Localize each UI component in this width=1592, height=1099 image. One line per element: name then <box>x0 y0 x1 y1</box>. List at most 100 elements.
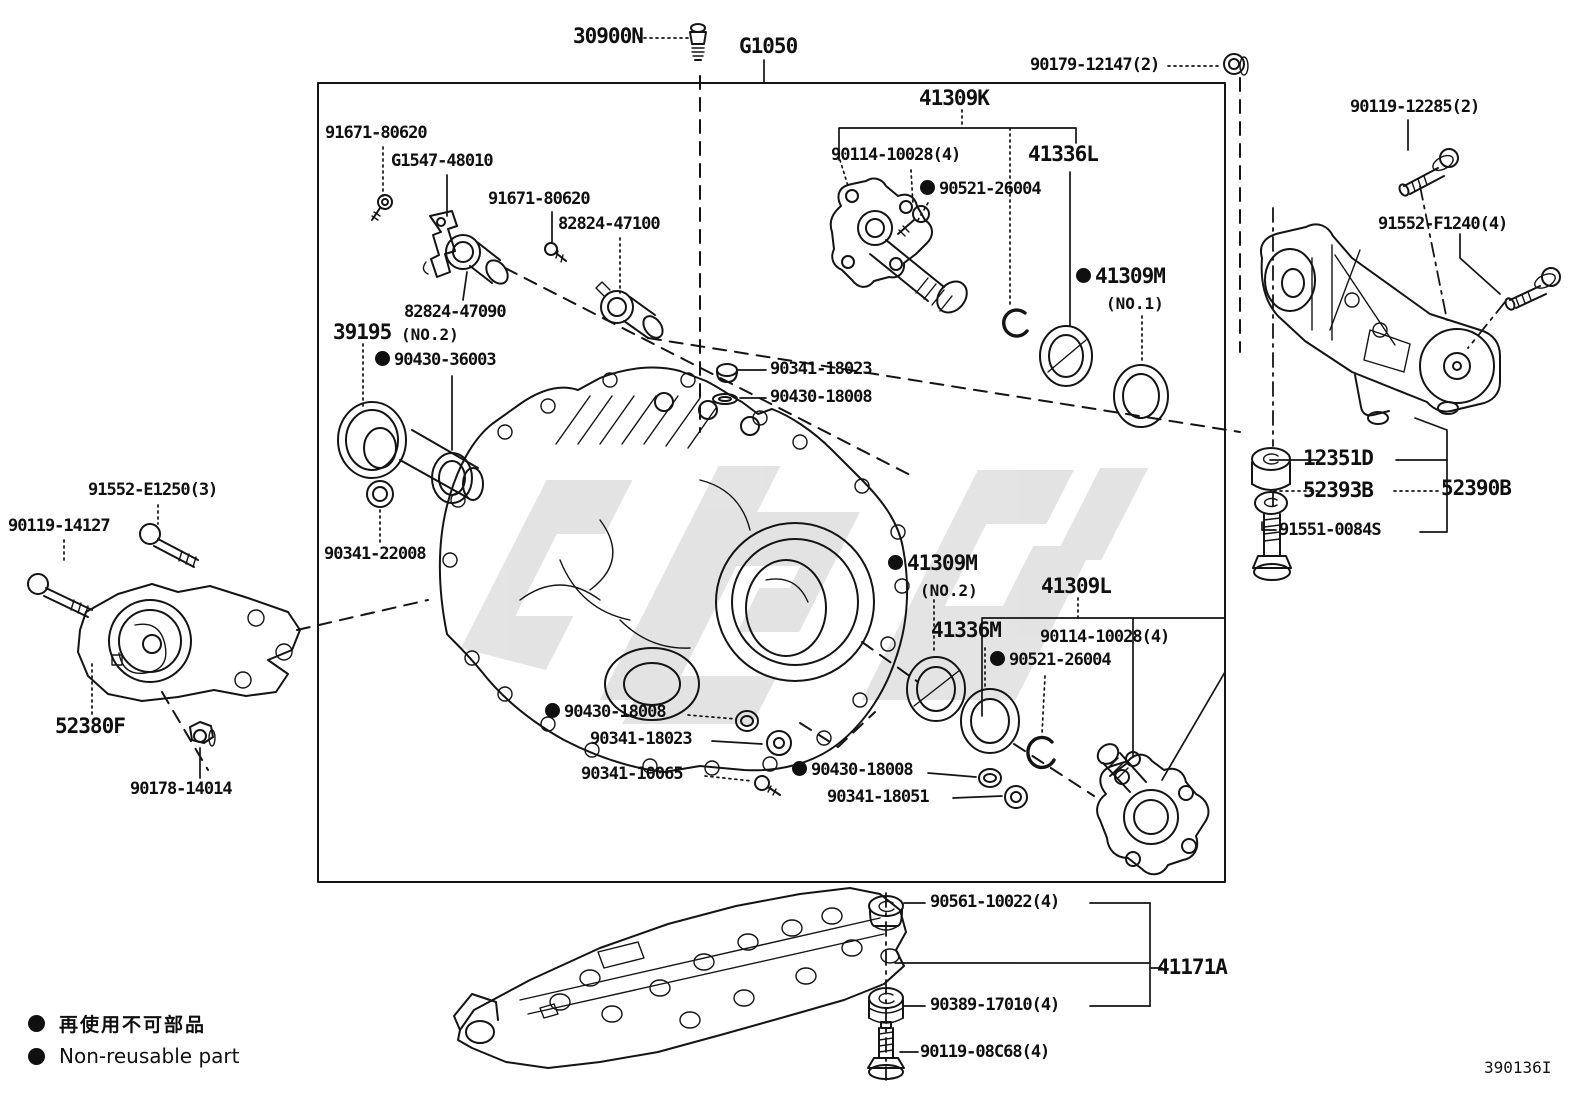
cap-90341-18023-drawing <box>717 364 737 382</box>
part-number-text: 90430-18008 <box>770 387 873 407</box>
part-number-text: 90114-10028(4) <box>831 145 961 165</box>
part-number-text: 41309K <box>919 86 990 110</box>
seal-41309M-no1-drawing <box>1114 365 1168 427</box>
part-number-text: 41171A <box>1157 955 1228 979</box>
label-90341-18023-2: 90341-18023 <box>590 729 693 749</box>
seal-41336L-drawing <box>1040 326 1092 386</box>
bolt-90521-26004-top <box>913 206 929 222</box>
label-41309K: 41309K <box>919 86 990 110</box>
label-52380F: 52380F <box>55 714 126 738</box>
label-90341-22008: 90341-22008 <box>324 544 427 564</box>
non-reusable-dot-icon <box>792 760 807 776</box>
label-no2-qualifier-a: (NO.2) <box>401 327 459 343</box>
part-number-text: 82824-47100 <box>558 214 661 234</box>
part-number-text: 90430-18008 <box>564 702 667 722</box>
part-number-text: 91671-80620 <box>325 123 428 143</box>
sensor-82824-47100-drawing <box>596 282 667 341</box>
label-90430-36003: 90430-36003 <box>375 350 497 369</box>
part-number-text: (NO.2) <box>401 325 459 344</box>
screw-90341-10065-drawing <box>755 776 780 795</box>
part-number-text: 90341-18023 <box>590 729 693 749</box>
leader-lines <box>64 38 1500 1052</box>
label-52390B: 52390B <box>1441 478 1512 499</box>
label-41336M: 41336M <box>931 618 1002 642</box>
label-90389-17010: 90389-17010(4) <box>930 995 1060 1015</box>
non-reusable-dot-icon <box>28 1015 45 1032</box>
legend-text-en: Non-reusable part <box>59 1044 240 1068</box>
washer-52393B-drawing <box>1255 492 1287 514</box>
label-90521-26004-2: 90521-26004 <box>990 650 1112 670</box>
legend: 再使用不可部品 Non-reusable part <box>28 1010 239 1075</box>
grommet-90389-17010-drawing <box>869 988 903 1023</box>
bolt-90114-bottom <box>1126 752 1140 766</box>
label-82824-47100: 82824-47100 <box>558 214 661 234</box>
label-90561-10022: 90561-10022(4) <box>930 894 1060 911</box>
non-reusable-dot-icon <box>990 650 1005 666</box>
label-90119-08C68: 90119-08C68(4) <box>920 1044 1050 1061</box>
label-30900N: 30900N <box>573 24 644 48</box>
label-90430-18008-3: 90430-18008 <box>792 760 914 779</box>
label-90341-18051: 90341-18051 <box>827 787 930 807</box>
part-number-text: 90341-18023 <box>770 359 873 379</box>
part-number-text: 91552-E1250(3) <box>88 480 218 500</box>
screw-91671-80620-2-drawing <box>545 243 566 262</box>
non-reusable-dot-icon <box>1076 267 1091 283</box>
label-41309M-no2: 41309M <box>888 551 978 575</box>
part-number-text: 90521-26004 <box>1009 650 1112 670</box>
label-91671-80620-2: 91671-80620 <box>488 189 591 209</box>
side-gear-shaft-41309K-drawing <box>831 179 973 319</box>
label-no2-qualifier-b: (NO.2) <box>920 583 978 599</box>
companion-flange-41309L-drawing <box>1094 740 1209 874</box>
part-number-text: 91551-0084S <box>1279 520 1382 540</box>
part-number-text: (NO.1) <box>1106 294 1164 313</box>
label-G1050: G1050 <box>739 36 798 57</box>
part-number-text: 82824-47090 <box>404 302 507 322</box>
label-91551-0084S: 91551-0084S <box>1279 520 1382 540</box>
part-number-text: 41309M <box>907 551 978 575</box>
legend-text-jp: 再使用不可部品 <box>59 1014 207 1036</box>
bracket-G1547-48010-drawing <box>423 211 457 277</box>
ring-90430-18008-left-drawing <box>736 711 758 731</box>
label-41171A: 41171A <box>1157 955 1228 979</box>
label-90430-18008-2: 90430-18008 <box>545 702 667 722</box>
label-82824-47090: 82824-47090 <box>404 302 507 322</box>
non-reusable-dot-icon <box>545 702 560 718</box>
label-12351D: 12351D <box>1303 448 1374 469</box>
main-boundary-box <box>318 83 1225 882</box>
label-39195: 39195 <box>333 322 392 343</box>
part-number-text: 30900N <box>573 24 644 48</box>
part-number-text: 90341-10065 <box>581 764 684 784</box>
plug-90341-22008-drawing <box>367 481 393 507</box>
construction-lines <box>162 76 1505 1080</box>
part-number-text: 90341-18051 <box>827 787 930 807</box>
part-number-text: 41336M <box>931 618 1002 642</box>
sensor-82824-47090-drawing <box>446 235 512 288</box>
part-number-text: 90341-22008 <box>324 544 427 564</box>
part-number-text: (NO.2) <box>920 581 978 600</box>
bolt-90119-08C68-drawing <box>868 1022 904 1079</box>
part-number-text: 52380F <box>55 714 126 738</box>
label-90114-10028-2: 90114-10028(4) <box>1040 629 1170 646</box>
oil-seal-90430-36003-drawing <box>432 453 472 503</box>
label-90119-12285: 90119-12285(2) <box>1350 99 1480 116</box>
support-plate-41171A-drawing <box>454 888 906 1068</box>
part-number-text: G1547-48010 <box>391 151 494 171</box>
label-90179-12147: 90179-12147(2) <box>1030 57 1160 74</box>
label-90119-14127: 90119-14127 <box>8 516 111 536</box>
plug-90341-18023-bottom-drawing <box>767 731 791 755</box>
seal-41309M-no2-drawing <box>907 657 965 721</box>
plug-90341-18051-drawing <box>1005 786 1027 808</box>
part-number-text: 91671-80620 <box>488 189 591 209</box>
part-number-text: 90119-14127 <box>8 516 111 536</box>
part-number-text: 41309M <box>1095 264 1166 288</box>
differential-case-drawing <box>440 367 909 775</box>
part-number-text: 90389-17010(4) <box>930 995 1060 1015</box>
snap-ring-bottom-drawing <box>1028 737 1054 767</box>
mount-52380F-drawing <box>28 524 300 746</box>
part-number-text: 52393B <box>1303 478 1374 502</box>
part-number-text: 91552-F1240(4) <box>1378 214 1508 234</box>
non-reusable-dot-icon <box>888 554 903 570</box>
non-reusable-dot-icon <box>375 350 390 366</box>
